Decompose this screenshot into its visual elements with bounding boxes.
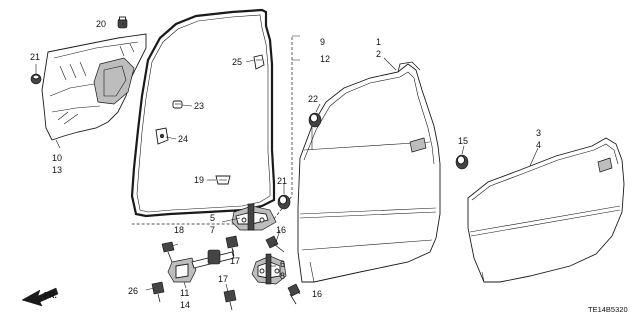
callout-13: 13	[52, 165, 62, 175]
callout-20: 20	[96, 19, 106, 29]
callout-21-left: 21	[30, 52, 40, 62]
lower-hinge-part	[251, 253, 287, 285]
door-inner-panel-part	[41, 33, 147, 141]
front-direction-arrow: FR.	[21, 287, 59, 307]
callout-15: 15	[458, 136, 468, 146]
callout-24: 24	[178, 134, 188, 144]
clip-25	[253, 54, 265, 70]
callout-4: 4	[536, 140, 541, 150]
front-door-panel-part	[297, 61, 441, 283]
callout-16-upper: 16	[276, 225, 286, 235]
callout-1: 1	[376, 37, 381, 47]
direction-label: FR.	[44, 291, 57, 300]
callout-9: 9	[320, 37, 325, 47]
callout-23: 23	[194, 101, 204, 111]
weatherstrip-part	[130, 8, 276, 218]
clip-24	[155, 127, 169, 145]
callout-6: 6	[280, 259, 285, 269]
weatherstrip-group-bracket	[132, 37, 293, 225]
callout-labels: 20 21 10 13 25 23 24 19 9 12 1 2 22 21 1…	[30, 19, 541, 310]
callout-17-lower: 17	[218, 274, 228, 284]
callout-18: 18	[174, 225, 184, 235]
bolt-16-lower	[287, 283, 301, 305]
leader-lines	[35, 23, 539, 295]
callout-11: 11	[180, 288, 189, 298]
bolt-16-upper	[265, 235, 285, 253]
door-skin-part	[467, 137, 625, 283]
callout-8: 8	[280, 271, 285, 281]
callout-10: 10	[52, 153, 62, 163]
callout-16-lower: 16	[312, 289, 322, 299]
callout-14: 14	[180, 300, 190, 310]
clip-20	[117, 16, 128, 29]
grommet-21-left	[30, 73, 42, 85]
grommet-15	[455, 154, 469, 170]
bolt-17-lower	[223, 289, 237, 311]
bolt-26	[151, 281, 165, 303]
callout-12: 12	[320, 54, 330, 64]
clip-19	[215, 175, 231, 185]
callout-7: 7	[210, 225, 215, 235]
callout-5: 5	[210, 213, 215, 223]
callout-21-right: 21	[277, 176, 287, 186]
callout-22: 22	[308, 94, 318, 104]
door-checker-part	[167, 249, 235, 283]
callout-26: 26	[128, 286, 138, 296]
callout-25: 25	[232, 57, 242, 67]
upper-hinge-part	[231, 203, 277, 231]
callout-3: 3	[536, 128, 541, 138]
reference-code: TE14B5320	[588, 305, 628, 314]
callout-19: 19	[194, 175, 204, 185]
grommet-22	[308, 112, 322, 128]
callout-2: 2	[376, 49, 381, 59]
bolt-18	[161, 241, 175, 263]
grommet-21-right	[277, 194, 291, 210]
clip-23	[172, 100, 183, 109]
callout-17-upper: 17	[230, 256, 240, 266]
